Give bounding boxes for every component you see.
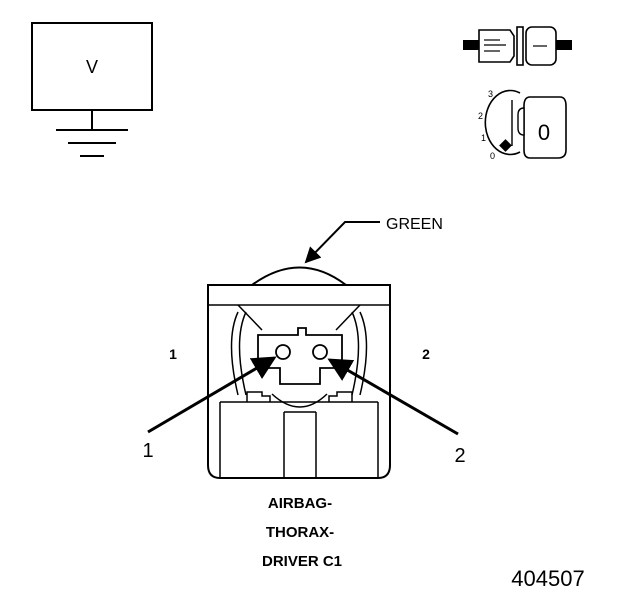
ignition-key-position: 0 [538,120,550,145]
terminal-2 [312,344,328,360]
connector-color-label: GREEN [386,216,443,233]
callout-label-2: 2 [454,445,465,467]
connector-side-label-2: 2 [422,346,430,362]
connector-side-label-1: 1 [169,346,177,362]
callout-arrow-2 [327,358,459,436]
voltmeter: V [31,22,153,157]
ignition-scale-3: 3 [488,89,493,99]
color-callout: GREEN [304,216,443,264]
connector-name-line-3: DRIVER C1 [262,553,342,570]
figure-number: 404507 [511,566,584,591]
ignition-scale-1: 1 [481,133,486,143]
voltmeter-symbol: V [86,57,98,77]
callout-arrow-1 [147,356,277,434]
callout-label-1: 1 [142,440,153,462]
pin-callouts: 1 2 [142,356,466,467]
ground-icon [56,129,128,157]
terminal-1 [275,344,291,360]
connector-name-line-2: THORAX- [266,524,334,541]
ignition-scale-2: 2 [478,111,483,121]
disconnected-connector-icon [463,26,572,66]
connector-name: AIRBAG- THORAX- DRIVER C1 [262,495,342,570]
connector-body [207,266,391,479]
ignition-scale-0: 0 [490,151,495,161]
connector-name-line-1: AIRBAG- [268,495,332,512]
ignition-key-icon: 0 3 2 1 0 [478,89,567,161]
